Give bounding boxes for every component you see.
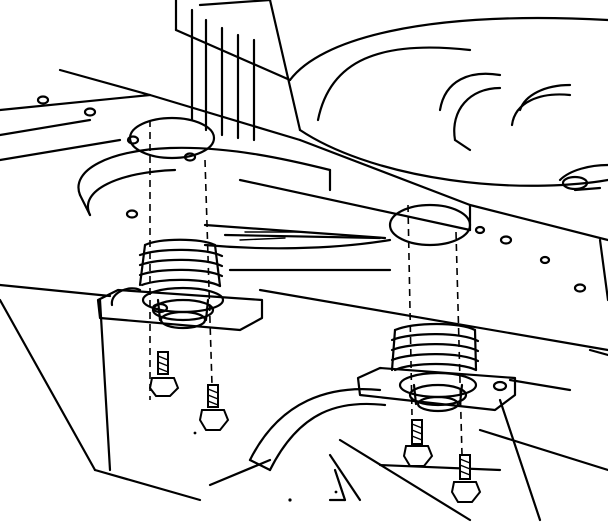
speck-marks [193,431,338,502]
left-spring-assembly [96,116,264,400]
bolt-icon [148,351,482,503]
right-spring-assembly [356,203,517,456]
